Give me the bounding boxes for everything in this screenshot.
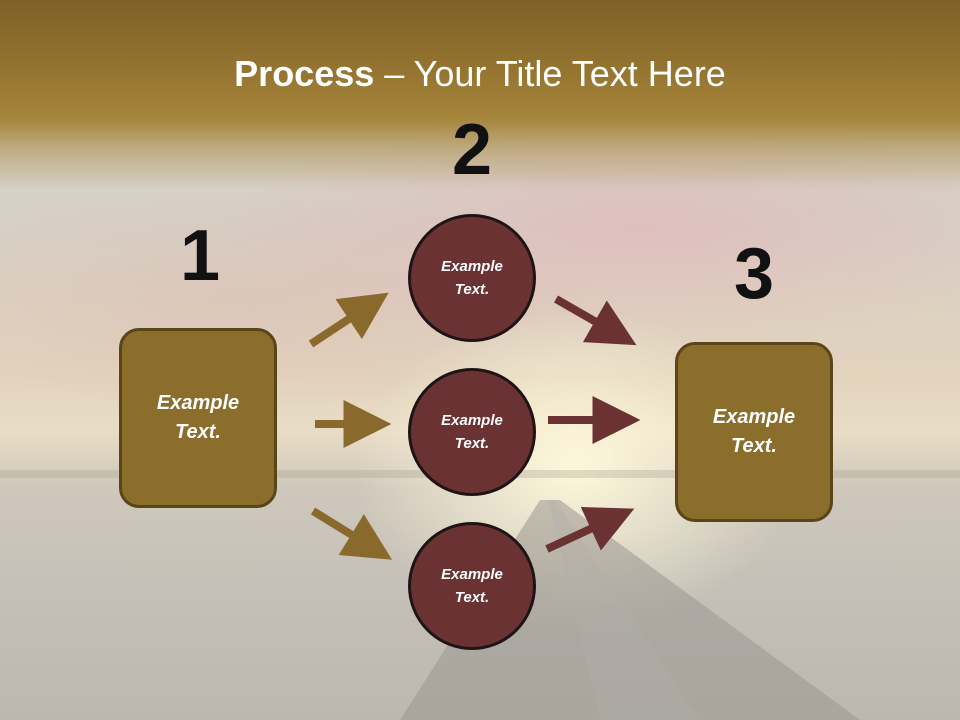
step-number-2: 2 bbox=[451, 110, 493, 190]
step-1-text: Example Text. bbox=[156, 392, 240, 443]
arrow-top-to-right bbox=[554, 295, 637, 346]
arrow-left-to-bottom bbox=[310, 507, 393, 560]
circle-top-text: Example Text. bbox=[441, 258, 503, 298]
step-2-circle-top: Example Text. bbox=[408, 214, 536, 342]
circle-middle-text: Example Text. bbox=[441, 412, 503, 452]
step-2-circle-middle: Example Text. bbox=[408, 368, 536, 496]
step-1-box: Example Text. bbox=[119, 328, 277, 508]
title-rest: – Your Title Text Here bbox=[374, 53, 726, 94]
step-number-3: 3 bbox=[733, 234, 775, 314]
circle-bottom-text: Example Text. bbox=[441, 566, 503, 606]
step-number-1: 1 bbox=[179, 216, 221, 296]
title-band bbox=[0, 0, 960, 190]
step-3-text: Example Text. bbox=[712, 406, 796, 457]
arrow-bottom-to-right bbox=[545, 506, 635, 553]
slide-title: Process – Your Title Text Here bbox=[0, 52, 960, 96]
arrow-left-to-top bbox=[308, 292, 389, 348]
step-2-circle-bottom: Example Text. bbox=[408, 522, 536, 650]
title-bold: Process bbox=[234, 53, 375, 94]
step-3-box: Example Text. bbox=[675, 342, 833, 522]
